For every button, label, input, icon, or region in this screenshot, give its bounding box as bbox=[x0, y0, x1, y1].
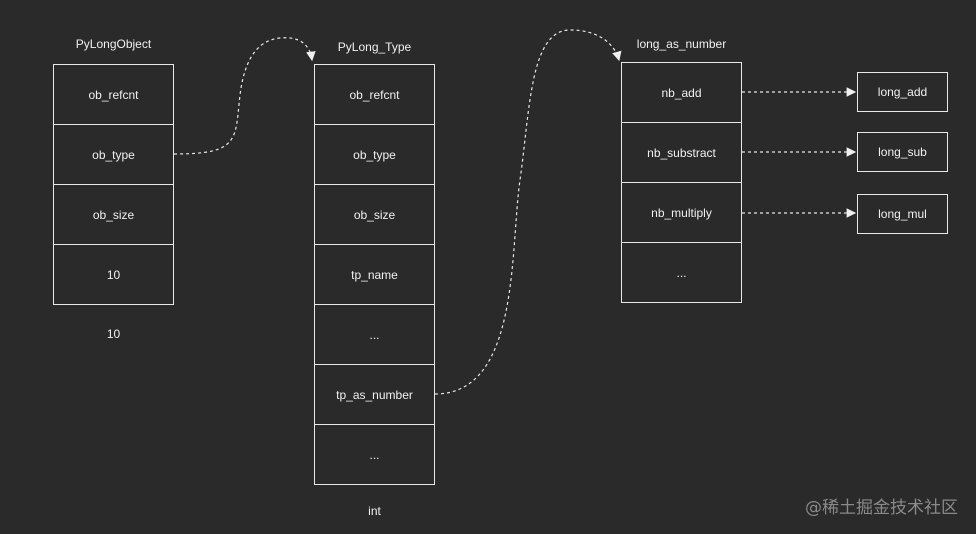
pylong-type-cell-ellipsis-1: ... bbox=[315, 305, 434, 365]
long-as-number-cell-ellipsis: ... bbox=[676, 266, 687, 280]
long-as-number-cell-nb-add: nb_add bbox=[622, 63, 741, 123]
long-sub-box: long_sub bbox=[857, 132, 948, 172]
pylongobject-title: PyLongObject bbox=[75, 37, 152, 51]
pylongobject-cell-ob-type: ob_type bbox=[54, 125, 173, 185]
pylongobject-cell-ob-size: ob_size bbox=[54, 185, 173, 245]
ob-type-to-pylong-type-arrow bbox=[173, 37, 316, 155]
pylongobject-value-label: 10 bbox=[106, 327, 121, 341]
pylongobject-cell-ob-refcnt: ob_refcnt bbox=[54, 65, 173, 125]
pylongobject-stack: ob_refcnt ob_type ob_size 10 bbox=[53, 64, 174, 305]
long-as-number-cell-nb-substract: nb_substract bbox=[622, 123, 741, 183]
watermark: @稀土掘金技术社区 bbox=[805, 498, 958, 518]
pylong-type-cell-tp-as-number: tp_as_number bbox=[315, 365, 434, 425]
long-as-number-title: long_as_number bbox=[636, 37, 727, 51]
pylong-type-int-label: int bbox=[368, 504, 381, 518]
pylong-type-cell-ellipsis-2: ... bbox=[369, 448, 380, 462]
pylong-type-cell-ob-type: ob_type bbox=[315, 125, 434, 185]
pylong-type-cell-tp-name: tp_name bbox=[315, 245, 434, 305]
pylong-type-title: PyLong_Type bbox=[337, 40, 412, 54]
pylong-type-stack: ob_refcnt ob_type ob_size tp_name ... tp… bbox=[314, 64, 435, 485]
long-mul-box: long_mul bbox=[857, 194, 948, 234]
long-as-number-stack: nb_add nb_substract nb_multiply ... bbox=[621, 62, 742, 303]
tp-as-number-to-long-as-number-arrow bbox=[434, 29, 622, 395]
long-as-number-cell-nb-multiply: nb_multiply bbox=[622, 183, 741, 243]
pylongobject-cell-value: 10 bbox=[106, 268, 121, 282]
pylong-type-cell-ob-size: ob_size bbox=[315, 185, 434, 245]
long-add-box: long_add bbox=[857, 72, 948, 112]
pylong-type-cell-ob-refcnt: ob_refcnt bbox=[315, 65, 434, 125]
